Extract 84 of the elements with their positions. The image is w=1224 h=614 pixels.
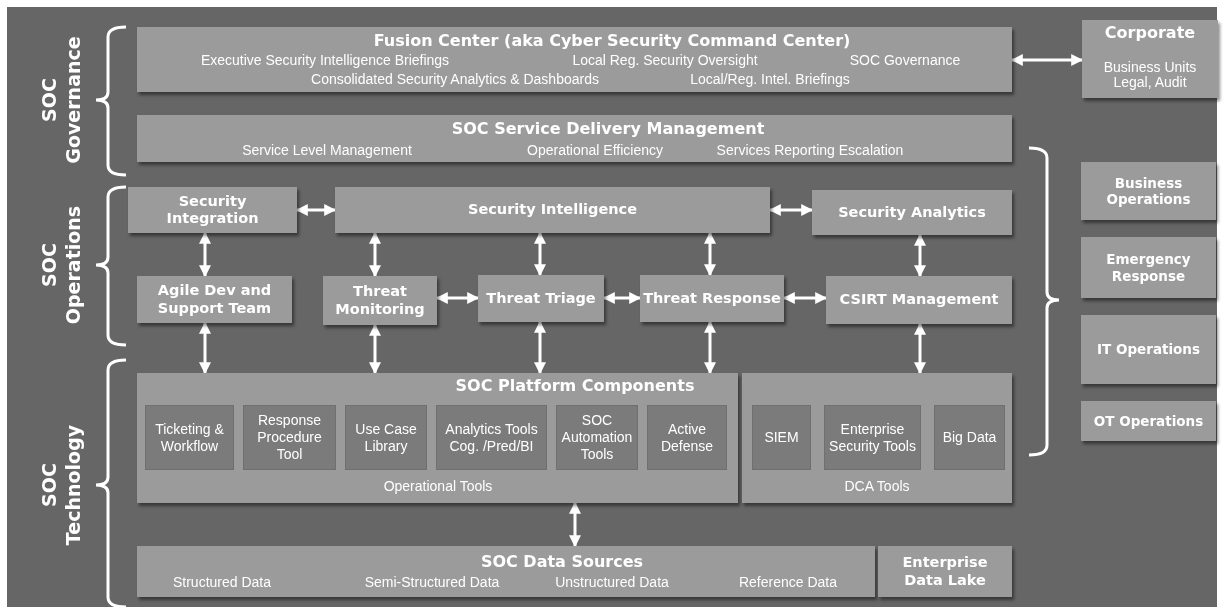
tool-box [752, 405, 811, 470]
function-box [826, 276, 1012, 324]
box-text: Analytics Tools Cog. /Pred/BI [444, 420, 539, 455]
box-item: SOC Governance [849, 53, 961, 69]
box-item: Unstructured Data [555, 575, 669, 591]
box-text: Big Data [941, 429, 998, 446]
box-text: Security Integration [165, 192, 260, 228]
box-text: Use Case Library [354, 420, 418, 455]
box-item: Operational Tools [383, 479, 493, 495]
tool-box [556, 405, 638, 470]
box-item: Structured Data [172, 575, 272, 591]
layer-label: SOC Governance [38, 35, 85, 166]
double-arrow [914, 322, 926, 375]
box-item: Semi-Structured Data [364, 575, 500, 591]
function-box [478, 275, 604, 322]
box-item: Executive Security Intelligence Briefings [200, 53, 450, 69]
double-arrow [704, 320, 716, 375]
tool-box [824, 405, 921, 470]
box-item: Consolidated Security Analytics & Dashboards [311, 72, 599, 88]
box-text: Response Procedure Tool [256, 412, 323, 463]
double-arrow [534, 320, 546, 375]
layer-label: SOC Technology [38, 423, 85, 548]
box-title: SOC Service Delivery Management [451, 120, 765, 138]
double-arrow [369, 231, 381, 278]
box-text: Security Analytics [837, 203, 987, 222]
box-item: DCA Tools [844, 479, 910, 495]
section-panel [1082, 20, 1218, 98]
double-arrow [199, 321, 211, 375]
double-arrow [199, 231, 211, 278]
double-arrow [914, 233, 926, 278]
function-box [812, 190, 1012, 235]
box-text: CSIRT Management [838, 291, 1000, 309]
function-box [640, 275, 784, 322]
section-panel [137, 546, 875, 597]
tool-box [436, 405, 547, 470]
function-box [1081, 237, 1216, 298]
function-box [137, 276, 292, 323]
box-text: SIEM [763, 429, 800, 446]
tool-box [934, 405, 1005, 470]
box-text: Threat Triage [485, 289, 597, 308]
box-text: IT Operations [1096, 341, 1201, 358]
tool-box [243, 405, 336, 470]
layer-label: SOC Operations [38, 204, 85, 327]
double-arrow [534, 231, 546, 277]
double-arrow [704, 231, 716, 277]
box-text: Business Operations [1105, 174, 1192, 208]
box-text: Threat Monitoring [334, 283, 426, 318]
box-item: Reference Data [738, 575, 838, 591]
tool-box [145, 405, 234, 470]
box-title: Fusion Center (aka Cyber Security Command Center) [373, 32, 851, 50]
function-box [1081, 401, 1216, 441]
box-text: Enterprise Data Lake [901, 554, 989, 589]
box-text: SOC Automation Tools [560, 412, 634, 463]
box-text: Enterprise Security Tools [828, 420, 917, 455]
box-text: Agile Dev and Support Team [156, 282, 273, 317]
box-text: Active Defense [659, 420, 715, 455]
box-item: Service Level Management [242, 143, 412, 159]
function-box [335, 187, 770, 233]
box-text: Ticketing & Workflow [154, 420, 225, 455]
box-item: Business Units Legal, Audit [1102, 59, 1198, 91]
tool-box [345, 405, 427, 470]
box-text: Emergency Response [1105, 251, 1192, 284]
double-arrow [369, 323, 381, 375]
function-box [878, 546, 1012, 597]
box-text: OT Operations [1092, 412, 1205, 430]
box-text: Security Intelligence [466, 201, 639, 219]
box-title: SOC Platform Components [455, 377, 695, 395]
function-box [128, 187, 297, 233]
section-panel [137, 373, 738, 503]
box-text: Threat Response [642, 289, 782, 308]
box-item: Operational Efficiency [527, 143, 663, 159]
box-item: Local Reg. Security Oversight [572, 53, 758, 69]
function-box [1081, 315, 1216, 384]
double-arrow [569, 501, 581, 548]
box-item: Local/Reg. Intel. Briefings [690, 72, 850, 88]
section-panel [742, 373, 1012, 503]
tool-box [647, 405, 727, 470]
box-title: SOC Data Sources [480, 553, 644, 571]
box-title: Corporate [1104, 24, 1196, 42]
function-box [1081, 162, 1216, 220]
box-item: Services Reporting Escalation [716, 143, 904, 159]
section-panel [137, 27, 1012, 92]
function-box [323, 276, 437, 325]
section-panel [137, 115, 1012, 162]
